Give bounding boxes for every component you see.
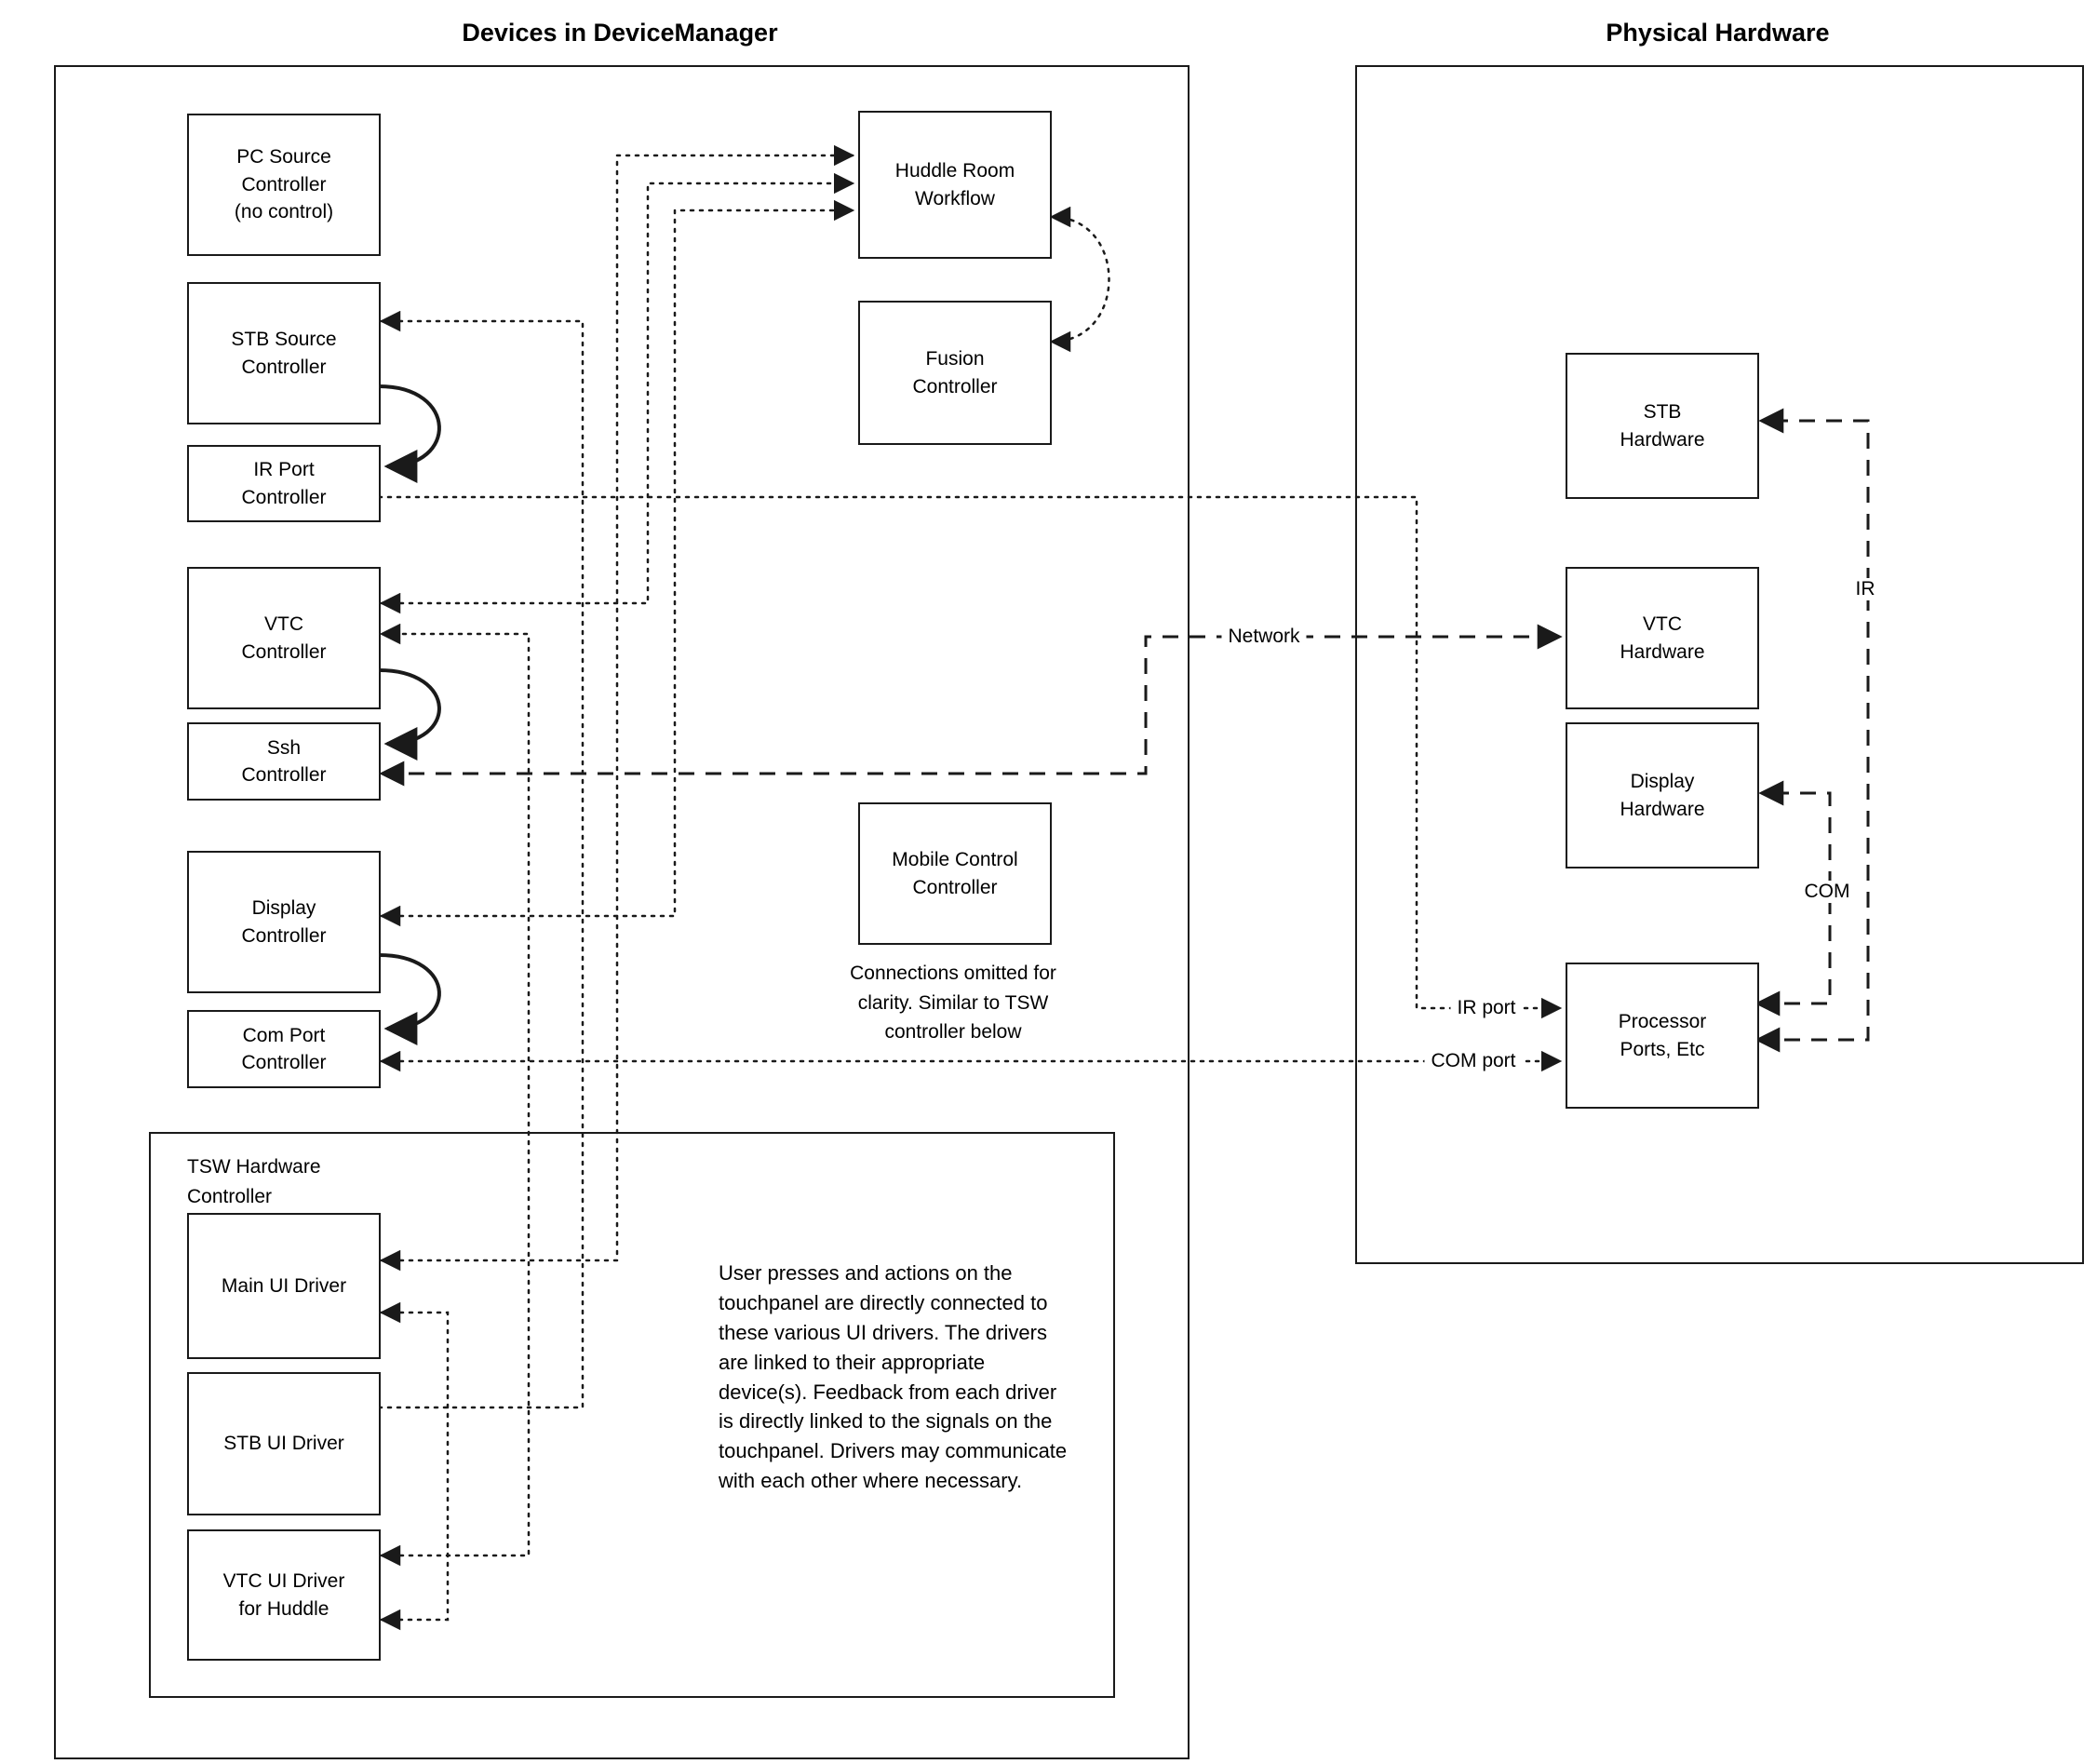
edge-stbui-stbsource bbox=[377, 310, 585, 1409]
network-edge-label: Network bbox=[1221, 626, 1307, 648]
box-huddle-room-workflow: Huddle Room Workflow bbox=[858, 111, 1052, 259]
box-com-port-controller: Com Port Controller bbox=[187, 1010, 381, 1088]
com-edge-label: COM bbox=[1797, 881, 1857, 903]
box-display-controller: Display Controller bbox=[187, 851, 381, 993]
box-fusion-controller: Fusion Controller bbox=[858, 301, 1052, 445]
edge-processor-stbhw-ir bbox=[1754, 408, 1870, 1053]
device-manager-title: Devices in DeviceManager bbox=[462, 19, 778, 47]
box-vtc-controller: VTC Controller bbox=[187, 567, 381, 709]
physical-hardware-title: Physical Hardware bbox=[1606, 19, 1830, 47]
com-port-edge-label: COM port bbox=[1424, 1050, 1523, 1072]
box-processor-ports: Processor Ports, Etc bbox=[1566, 963, 1759, 1109]
ir-port-edge-label: IR port bbox=[1450, 997, 1523, 1019]
edge-display-huddle bbox=[379, 199, 855, 927]
box-stb-source-controller: STB Source Controller bbox=[187, 282, 381, 424]
tsw-note: User presses and actions on the touchpan… bbox=[719, 1261, 1068, 1493]
edge-vtcui-vtc bbox=[379, 623, 531, 1567]
edge-ssh-vtchw-network bbox=[379, 624, 1563, 787]
box-mobile-control-controller: Mobile Control Controller bbox=[858, 802, 1052, 945]
box-vtc-hardware: VTC Hardware bbox=[1566, 567, 1759, 709]
edge-huddle-fusion bbox=[1049, 206, 1110, 353]
box-display-hardware: Display Hardware bbox=[1566, 722, 1759, 869]
box-main-ui-driver: Main UI Driver bbox=[187, 1213, 381, 1359]
ir-edge-label: IR bbox=[1848, 578, 1882, 600]
mobile-control-note: Connections omitted for clarity. Similar… bbox=[850, 963, 1056, 1043]
device-manager-panel bbox=[54, 65, 1190, 1759]
box-pc-source-controller: PC Source Controller (no control) bbox=[187, 114, 381, 256]
box-stb-ui-driver: STB UI Driver bbox=[187, 1372, 381, 1515]
box-ir-port-controller: IR Port Controller bbox=[187, 445, 381, 522]
box-stb-hardware: STB Hardware bbox=[1566, 353, 1759, 499]
box-vtc-ui-driver: VTC UI Driver for Huddle bbox=[187, 1529, 381, 1661]
tsw-hardware-controller-label: TSW Hardware Controller bbox=[187, 1156, 321, 1207]
box-ssh-controller: Ssh Controller bbox=[187, 722, 381, 801]
